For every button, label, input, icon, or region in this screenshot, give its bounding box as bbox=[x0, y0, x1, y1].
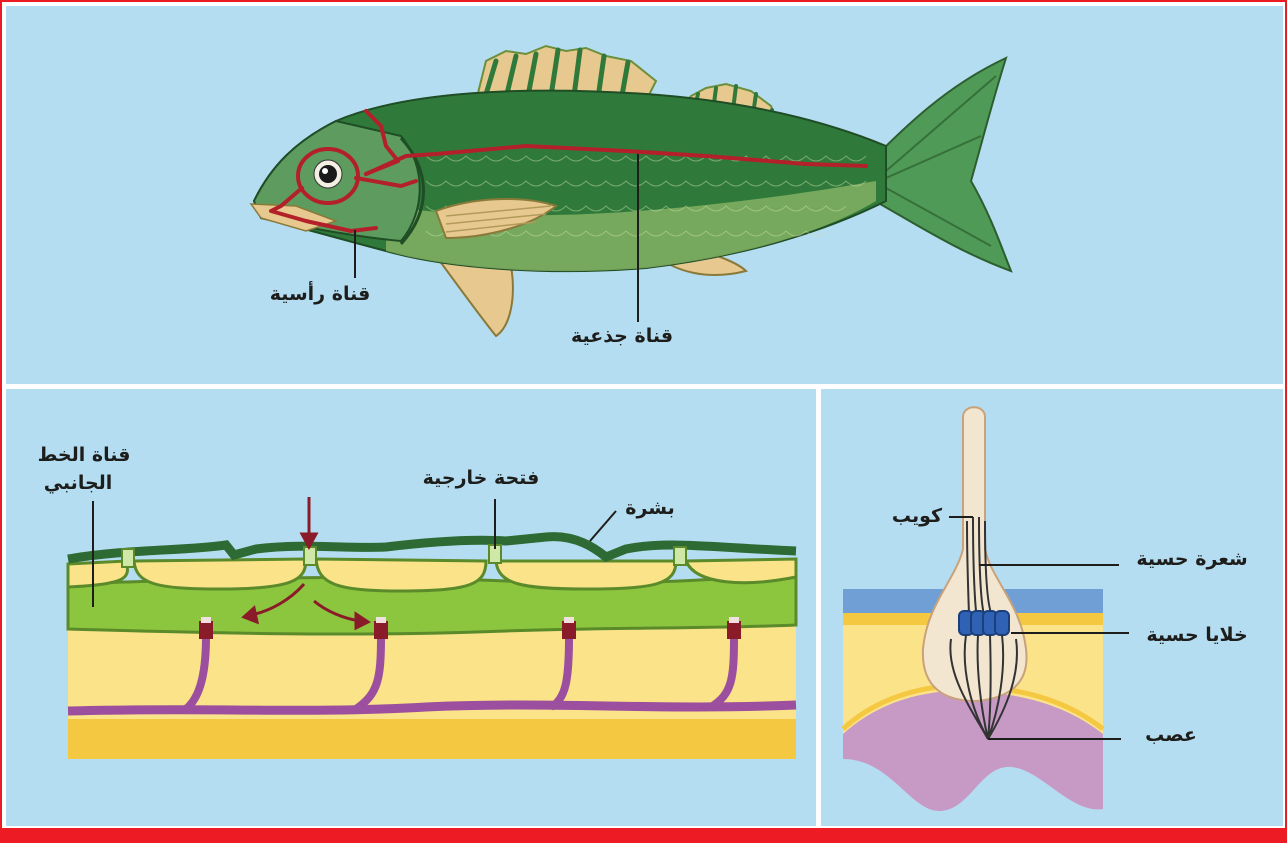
red-bottom-band bbox=[0, 828, 1287, 843]
